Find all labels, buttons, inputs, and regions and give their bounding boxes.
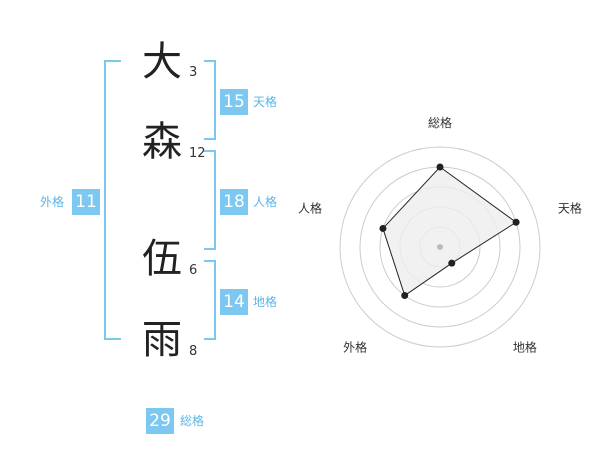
radar-center bbox=[437, 244, 443, 250]
name-char-1: 大 bbox=[142, 39, 182, 85]
gaikaku-label: 外格 bbox=[40, 195, 65, 209]
soukaku-label: 総格 bbox=[180, 414, 205, 428]
tenkaku-bracket bbox=[204, 60, 216, 140]
jinkaku-bracket bbox=[204, 150, 216, 250]
radar-point-4 bbox=[401, 292, 409, 300]
radar-ring bbox=[339, 146, 541, 348]
jinkaku-label: 人格 bbox=[253, 195, 278, 209]
chikaku-bracket bbox=[204, 260, 216, 340]
name-char-4: 雨 bbox=[142, 317, 182, 363]
tenkaku-label: 天格 bbox=[253, 95, 278, 109]
radar-axis-label: 地格 bbox=[513, 339, 537, 354]
soukaku-score: 29 bbox=[146, 408, 174, 434]
radar-axis-label: 天格 bbox=[558, 201, 582, 216]
jinkaku-score: 18 bbox=[220, 189, 248, 215]
radar-point-2 bbox=[512, 218, 520, 226]
stroke-count-4: 8 bbox=[189, 344, 198, 359]
radar-point-5 bbox=[379, 224, 387, 232]
gaikaku-score: 11 bbox=[72, 189, 100, 215]
radar-polygon bbox=[382, 166, 517, 297]
radar-axis-label: 総格 bbox=[428, 115, 452, 130]
radar-axis-label: 外格 bbox=[343, 339, 367, 354]
stroke-count-1: 3 bbox=[189, 65, 198, 80]
radar-point-1 bbox=[436, 163, 444, 171]
chikaku-score: 14 bbox=[220, 289, 248, 315]
radar-point-3 bbox=[448, 259, 456, 267]
stroke-count-2: 12 bbox=[189, 146, 206, 161]
gaikaku-bracket bbox=[104, 60, 121, 340]
radar-axis-label: 人格 bbox=[298, 201, 322, 216]
stroke-count-3: 6 bbox=[189, 263, 198, 278]
name-char-2: 森 bbox=[142, 119, 182, 165]
name-char-3: 伍 bbox=[142, 236, 182, 282]
tenkaku-score: 15 bbox=[220, 89, 248, 115]
chikaku-label: 地格 bbox=[253, 295, 278, 309]
